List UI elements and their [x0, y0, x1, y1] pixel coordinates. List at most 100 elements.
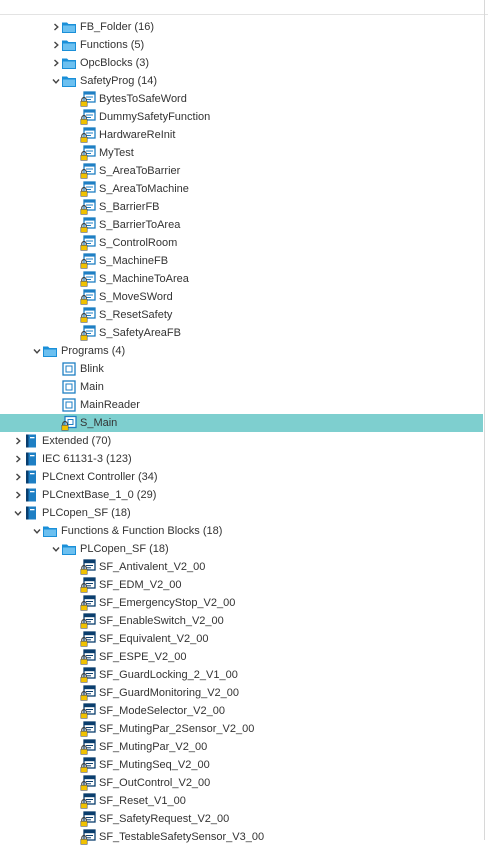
tree-item-count: (123) [102, 453, 132, 465]
program-icon [61, 361, 77, 377]
tree-item[interactable]: S_MachineToArea [0, 270, 483, 288]
tree-item[interactable]: S_SafetyAreaFB [0, 324, 483, 342]
safety-library-block-icon [80, 721, 96, 737]
tree-item[interactable]: HardwareReInit [0, 126, 483, 144]
chevron-right-icon[interactable] [50, 36, 62, 54]
safety-function-block-icon [80, 253, 96, 269]
library-icon [23, 433, 39, 449]
tree-item-count: (14) [134, 75, 158, 87]
tree-item-label: BytesToSafeWord [99, 93, 187, 105]
tree-item-count: (4) [108, 345, 126, 357]
folder-icon [42, 523, 58, 539]
folder-icon [61, 55, 77, 71]
chevron-right-icon[interactable] [50, 18, 62, 36]
safety-library-block-icon [80, 757, 96, 773]
tree-item-label: SF_TestableSafetySensor_V3_00 [99, 831, 265, 843]
tree-item-label: PLCnextBase_1_0 (29) [42, 489, 157, 501]
tree-item[interactable]: S_ResetSafety [0, 306, 483, 324]
tree-item-count: (5) [127, 39, 145, 51]
top-divider [0, 14, 488, 15]
tree-item[interactable]: SF_ModeSelector_V2_00 [0, 702, 483, 720]
chevron-down-icon[interactable] [12, 504, 24, 522]
tree-item[interactable]: S_BarrierToArea [0, 216, 483, 234]
component-tree: FB_Folder (16) Functions (5) OpcBlocks (3)… [0, 18, 483, 846]
tree-item[interactable]: IEC 61131-3 (123) [0, 450, 483, 468]
tree-item[interactable]: Functions (5) [0, 36, 483, 54]
tree-item[interactable]: SF_EnableSwitch_V2_00 [0, 612, 483, 630]
tree-item-label: SF_SafetyRequest_V2_00 [99, 813, 230, 825]
chevron-right-icon[interactable] [50, 54, 62, 72]
safety-library-block-icon [80, 595, 96, 611]
chevron-down-icon[interactable] [50, 540, 62, 558]
chevron-down-icon[interactable] [31, 342, 43, 360]
tree-item[interactable]: OpcBlocks (3) [0, 54, 483, 72]
tree-item-label: S_AreaToMachine [99, 183, 189, 195]
tree-item[interactable]: Programs (4) [0, 342, 483, 360]
tree-item[interactable]: S_ControlRoom [0, 234, 483, 252]
safety-function-block-icon [80, 181, 96, 197]
tree-item[interactable]: PLCnextBase_1_0 (29) [0, 486, 483, 504]
tree-item[interactable]: S_AreaToBarrier [0, 162, 483, 180]
library-icon [23, 505, 39, 521]
tree-item-label: Functions (5) [80, 39, 145, 51]
folder-icon [42, 343, 58, 359]
folder-icon [61, 541, 77, 557]
tree-item[interactable]: SF_TestableSafetySensor_V3_00 [0, 828, 483, 846]
tree-item[interactable]: SF_EDM_V2_00 [0, 576, 483, 594]
tree-item[interactable]: SF_MutingPar_V2_00 [0, 738, 483, 756]
tree-item[interactable]: PLCnext Controller (34) [0, 468, 483, 486]
tree-item[interactable]: Functions & Function Blocks (18) [0, 522, 483, 540]
tree-item[interactable]: Blink [0, 360, 483, 378]
tree-item-label: FB_Folder (16) [80, 21, 154, 33]
tree-item-label: SF_Antivalent_V2_00 [99, 561, 206, 573]
tree-item-label: SF_GuardMonitoring_V2_00 [99, 687, 240, 699]
chevron-right-icon[interactable] [12, 468, 24, 486]
tree-item[interactable]: SF_OutControl_V2_00 [0, 774, 483, 792]
tree-item[interactable]: SF_ESPE_V2_00 [0, 648, 483, 666]
tree-item[interactable]: SF_GuardMonitoring_V2_00 [0, 684, 483, 702]
tree-item-label: Programs (4) [61, 345, 126, 357]
safety-library-block-icon [80, 577, 96, 593]
tree-item[interactable]: BytesToSafeWord [0, 90, 483, 108]
chevron-right-icon[interactable] [12, 486, 24, 504]
tree-item[interactable]: S_Main [0, 414, 483, 432]
chevron-right-icon[interactable] [12, 450, 24, 468]
tree-item[interactable]: Extended (70) [0, 432, 483, 450]
tree-item-count: (18) [199, 525, 223, 537]
library-icon [23, 451, 39, 467]
tree-item[interactable]: PLCopen_SF (18) [0, 540, 483, 558]
tree-item[interactable]: S_MoveSWord [0, 288, 483, 306]
tree-item[interactable]: SF_GuardLocking_2_V1_00 [0, 666, 483, 684]
tree-item-label: Functions & Function Blocks (18) [61, 525, 223, 537]
tree-item-label: S_ResetSafety [99, 309, 173, 321]
tree-item-count: (34) [134, 471, 158, 483]
tree-item[interactable]: SF_EmergencyStop_V2_00 [0, 594, 483, 612]
tree-item-label: S_MachineToArea [99, 273, 189, 285]
tree-item[interactable]: S_AreaToMachine [0, 180, 483, 198]
tree-item[interactable]: SF_MutingSeq_V2_00 [0, 756, 483, 774]
tree-item[interactable]: SF_SafetyRequest_V2_00 [0, 810, 483, 828]
tree-item[interactable]: SafetyProg (14) [0, 72, 483, 90]
chevron-down-icon[interactable] [50, 72, 62, 90]
safety-function-block-icon [80, 91, 96, 107]
tree-item[interactable]: Main [0, 378, 483, 396]
safety-function-block-icon [80, 199, 96, 215]
tree-item[interactable]: SF_Reset_V1_00 [0, 792, 483, 810]
tree-item[interactable]: PLCopen_SF (18) [0, 504, 483, 522]
tree-item[interactable]: SF_MutingPar_2Sensor_V2_00 [0, 720, 483, 738]
chevron-down-icon[interactable] [31, 522, 43, 540]
tree-item-label: Extended (70) [42, 435, 112, 447]
tree-item[interactable]: SF_Equivalent_V2_00 [0, 630, 483, 648]
tree-item-label: PLCopen_SF (18) [42, 507, 131, 519]
tree-item[interactable]: S_MachineFB [0, 252, 483, 270]
tree-item-label: SF_ESPE_V2_00 [99, 651, 187, 663]
tree-item[interactable]: S_BarrierFB [0, 198, 483, 216]
tree-item-label: S_BarrierFB [99, 201, 160, 213]
tree-item[interactable]: MyTest [0, 144, 483, 162]
tree-item[interactable]: MainReader [0, 396, 483, 414]
tree-item[interactable]: DummySafetyFunction [0, 108, 483, 126]
tree-item[interactable]: SF_Antivalent_V2_00 [0, 558, 483, 576]
chevron-right-icon[interactable] [12, 432, 24, 450]
tree-item[interactable]: FB_Folder (16) [0, 18, 483, 36]
tree-item-label: Main [80, 381, 104, 393]
